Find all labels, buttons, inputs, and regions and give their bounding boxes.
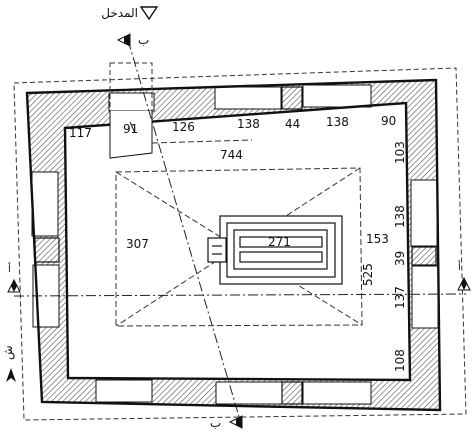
dim-tomb-length: 271 (268, 235, 291, 249)
section-b-bottom-marker (228, 415, 243, 429)
section-b-top-label: ب (138, 33, 149, 47)
dim-top-4: 138 (237, 117, 260, 131)
outer-wall-outline (25, 78, 442, 412)
dim-right-5: 108 (393, 349, 407, 372)
dim-right-1: 103 (393, 141, 407, 164)
inner-wall-outline (63, 101, 412, 382)
section-a-right-marker (457, 276, 471, 291)
dim-top-7: 90 (381, 114, 396, 128)
pier-blocks (34, 86, 437, 405)
section-b-bottom-label: ب (210, 416, 221, 430)
dim-top-1: 117 (69, 126, 92, 140)
entrance-door-swing (109, 111, 153, 159)
entrance-label: المدخل (101, 6, 138, 20)
dim-side-gap: 153 (366, 232, 389, 246)
building-walls (27, 80, 440, 410)
dim-right-2: 138 (393, 205, 407, 228)
dim-top-2: 91 (123, 122, 138, 136)
wall-openings (31, 84, 439, 405)
dim-right-4: 137 (393, 286, 407, 309)
entrance-projection (109, 62, 153, 144)
cenotaph (207, 215, 343, 285)
north-label: ش (1, 345, 16, 360)
north-arrow-icon (6, 368, 16, 382)
dim-interior-width: 744 (220, 148, 243, 162)
dim-top-3: 126 (172, 120, 195, 134)
section-b-top-marker (116, 33, 131, 47)
section-line-b (127, 39, 241, 421)
dim-right-3: 39 (393, 251, 407, 266)
dim-interior-depth: 525 (361, 263, 375, 286)
entrance-marker (139, 6, 159, 21)
dim-podium-width: 307 (126, 237, 149, 251)
dim-top-5: 44 (285, 117, 300, 131)
site-boundary (13, 67, 467, 421)
section-a-left-label: أ (8, 262, 11, 275)
section-a-right-label: أ (458, 260, 461, 273)
section-line-a (13, 293, 467, 297)
section-a-left-marker (7, 278, 21, 293)
dim-top-6: 138 (326, 115, 349, 129)
